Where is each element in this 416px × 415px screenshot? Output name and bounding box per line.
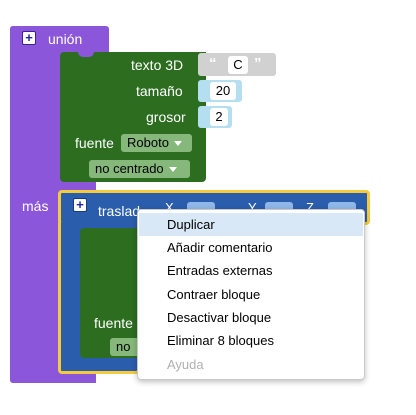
translate-align-dropdown[interactable]: no [110,338,140,356]
menu-item-add-comment[interactable]: Añadir comentario [167,240,273,255]
context-menu: Duplicar Añadir comentario Entradas exte… [137,209,365,380]
font-dropdown-value: Roboto [127,135,169,150]
menu-item-collapse-block[interactable]: Contraer bloque [167,287,261,302]
thickness-number-block[interactable]: 2 [198,106,232,128]
open-quote: “ [209,55,217,72]
thickness-field[interactable]: 2 [210,108,228,126]
font-label: fuente [75,135,114,151]
menu-item-external-inputs[interactable]: Entradas externas [167,263,273,278]
menu-item-help: Ayuda [167,357,204,372]
align-dropdown-value: no centrado [95,161,164,176]
menu-item-duplicate[interactable]: Duplicar [139,213,363,236]
chevron-down-icon [173,141,182,147]
size-number-block[interactable]: 20 [198,80,242,102]
font-dropdown[interactable]: Roboto [121,134,192,152]
block-notch [78,52,94,57]
close-quote: ” [254,55,262,72]
thickness-label: grosor [146,109,186,125]
translate-font-label: fuente [94,315,133,331]
chevron-down-icon [168,167,177,173]
size-field[interactable]: 20 [210,82,236,100]
menu-item-disable-block[interactable]: Desactivar bloque [167,310,272,325]
translate-expand-plus-icon[interactable]: + [73,198,87,212]
menu-item-delete-blocks[interactable]: Eliminar 8 bloques [167,333,274,348]
union-expand-plus-icon[interactable]: + [22,31,36,45]
translate-inner-text3d-block[interactable] [80,228,140,358]
string-block[interactable]: “ C ” [198,53,276,76]
size-label: tamaño [136,83,183,99]
z-label: Z [306,200,314,215]
translate-align-value: no [116,339,131,354]
align-dropdown[interactable]: no centrado [89,160,190,178]
union-more-label: más [22,198,49,214]
x-label: X [165,200,174,215]
string-field[interactable]: C [228,56,248,74]
y-label: Y [248,200,257,215]
text3d-title: texto 3D [131,57,184,73]
translate-title: traslad [98,203,141,219]
union-block-label: unión [48,31,83,47]
